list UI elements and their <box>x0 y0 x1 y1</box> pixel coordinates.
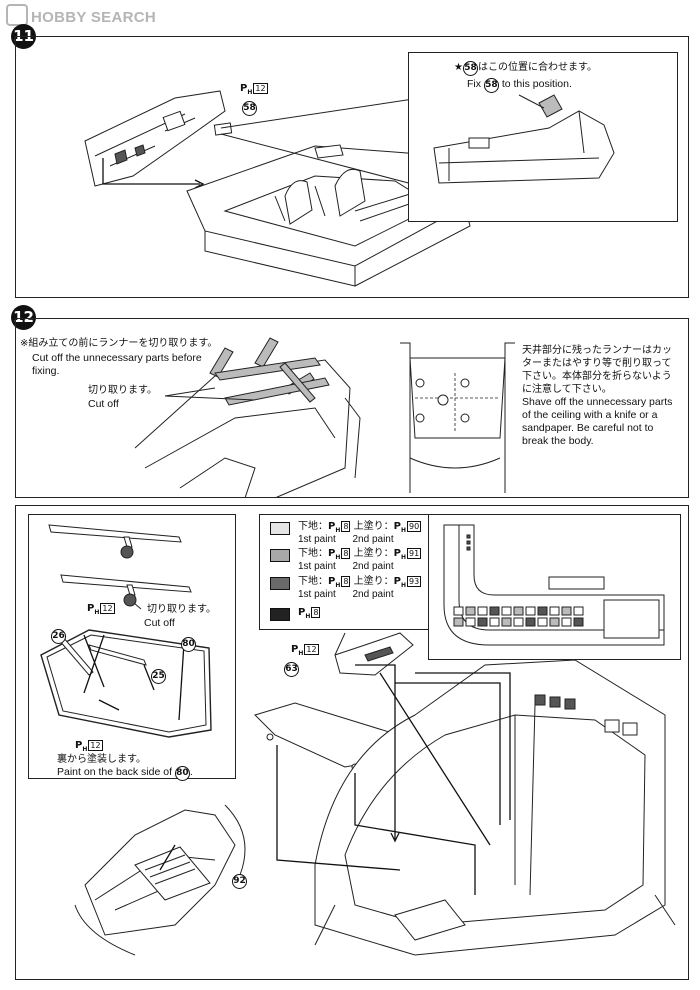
ceiling-en-text: Shave off the unnecessary parts of the c… <box>522 396 673 447</box>
part-58-label: 58 <box>242 97 257 116</box>
part-80-label: 80 <box>181 633 196 652</box>
legend-swatch-3 <box>270 577 290 590</box>
step-12-instruction-jp: ※組み立ての前にランナーを切り取ります。 <box>20 338 218 349</box>
step-12-cut-en: Cut off <box>88 398 119 410</box>
watermark: HOBBY SEARCH <box>6 4 156 26</box>
paint-back-en: Paint on the back side of 80. <box>57 766 193 781</box>
wiper-cut-jp: 切り取ります。 <box>147 604 216 615</box>
step-12-instruction-en: Cut off the unnecessary parts before fix… <box>32 352 202 377</box>
part-58-piece <box>213 122 233 136</box>
lower-assembly-illustration <box>74 632 676 956</box>
console-detail-callout <box>428 514 681 660</box>
step-12-bottom-frame <box>15 505 689 980</box>
wiper-cut-en: Cut off <box>144 617 175 629</box>
windshield-frame <box>40 629 212 738</box>
step-12-top-frame <box>15 318 689 498</box>
step-12-number: 12 <box>11 305 36 330</box>
callout-en-text: Fix 58 to this position. <box>467 78 572 93</box>
body-shell <box>314 659 666 956</box>
part-92-label: 92 <box>232 870 247 889</box>
legend-swatch-1 <box>270 522 290 535</box>
part-63-label: 63 <box>284 658 299 677</box>
star-icon: ★ <box>454 62 463 73</box>
step-11-frame <box>15 36 689 298</box>
console-detail-illustration <box>443 524 665 646</box>
ceiling-jp-text: 天井部分に残ったランナーはカッターまたはやすり等で削り取って下さい。本体部分を折… <box>522 345 672 395</box>
callout-dashboard-detail <box>433 94 615 184</box>
step-11-illustration <box>84 90 471 287</box>
hobby-search-logo-icon <box>6 4 28 26</box>
step-12-top-illustration <box>134 337 515 498</box>
dashboard-part <box>84 90 226 187</box>
legend-swatch-4 <box>270 608 290 621</box>
legend-swatch-2 <box>270 549 290 562</box>
part-26-label: 26 <box>51 625 66 644</box>
step-12-cut-jp: 切り取ります。 <box>88 385 157 396</box>
paint-back-jp: 裏から塗装します。 <box>57 754 146 765</box>
part-25-label: 25 <box>151 665 166 684</box>
callout-jp-text: ★58はこの位置に合わせます。 <box>454 61 597 76</box>
step-11-callout: ★58はこの位置に合わせます。 Fix 58 to this position. <box>408 52 678 222</box>
switch-panel <box>453 606 584 627</box>
windshield-illustration <box>40 524 212 738</box>
